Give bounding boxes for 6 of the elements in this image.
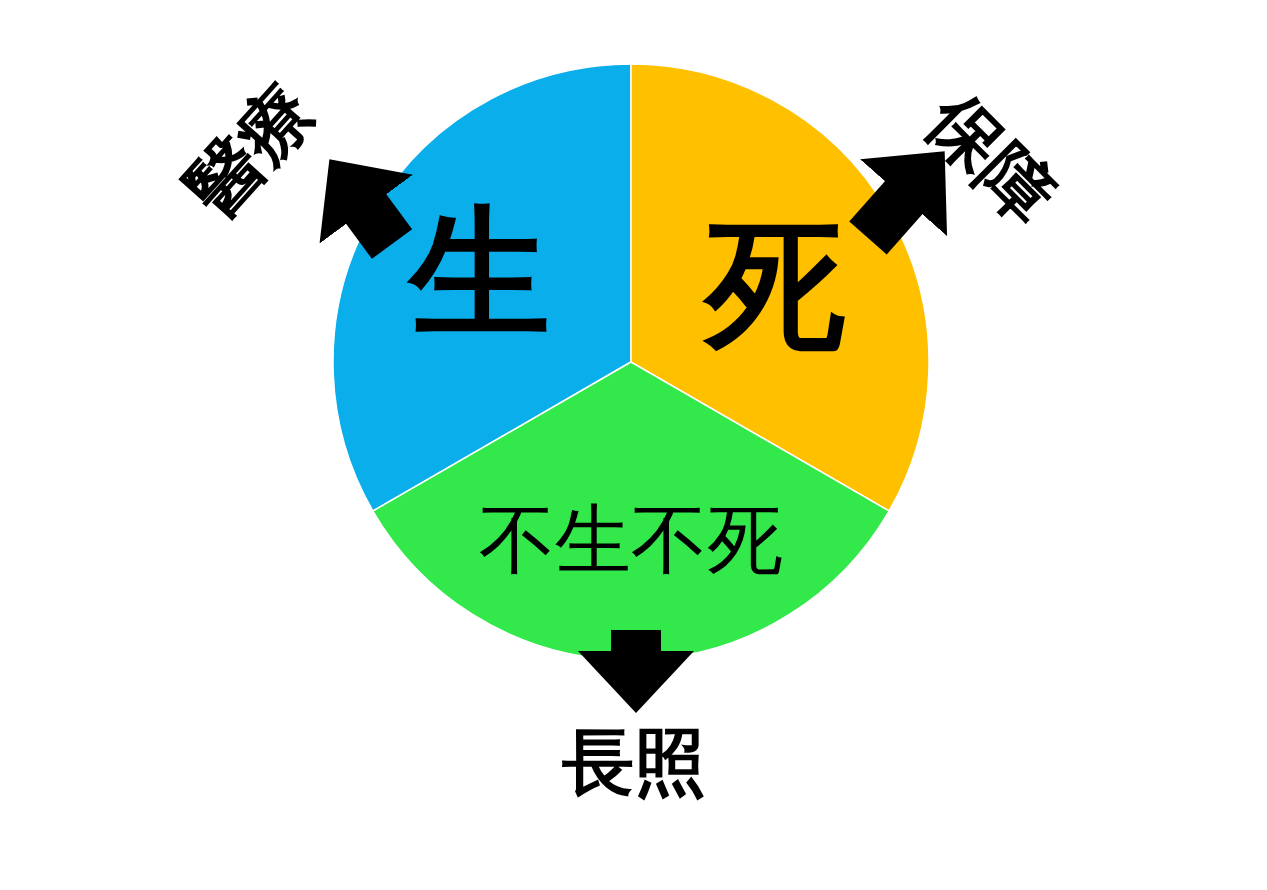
outcome-label: 保障 <box>915 81 1069 235</box>
block-arrow <box>319 159 413 259</box>
outcome-label: 醫療 <box>175 72 325 228</box>
block-arrow <box>849 151 948 255</box>
segment-label: 不生不死 <box>479 502 783 578</box>
block-arrow <box>578 630 694 713</box>
